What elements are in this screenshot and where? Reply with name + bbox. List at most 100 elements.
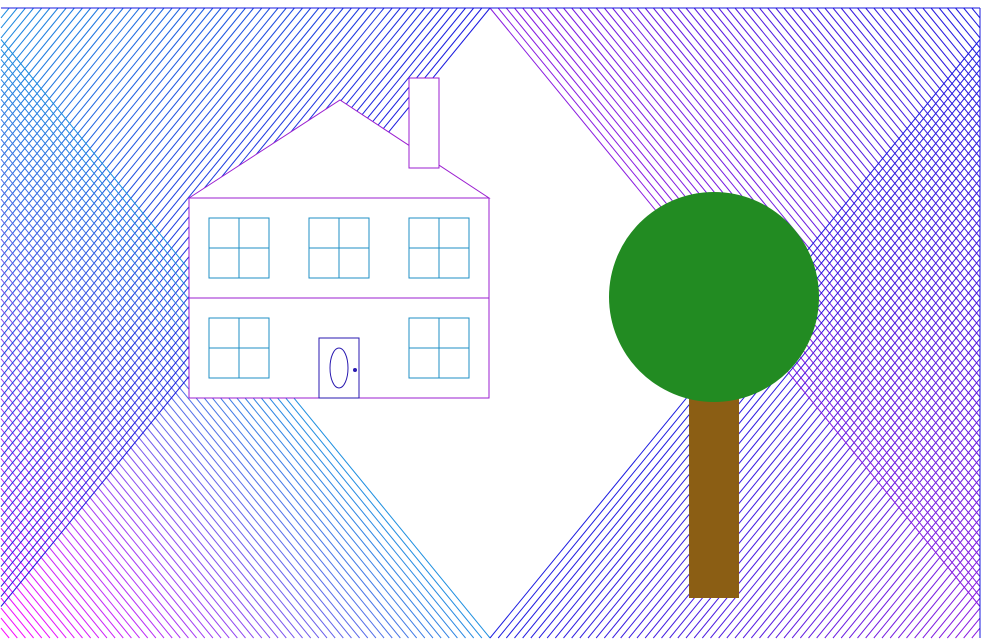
string-line-top-left <box>0 7 369 458</box>
string-line-bottom-left <box>0 248 320 639</box>
string-line-bottom-left <box>0 268 303 639</box>
string-line-top-right <box>930 7 981 69</box>
string-line-bottom-left <box>0 408 189 639</box>
string-line-bottom-right <box>881 517 981 639</box>
string-line-top-left <box>0 7 75 99</box>
string-line-bottom-left <box>0 547 75 639</box>
string-line-top-left <box>0 7 92 119</box>
string-line-top-left <box>0 7 189 238</box>
house-door <box>318 337 360 399</box>
string-line-top-right <box>938 7 981 59</box>
house-window <box>308 217 370 279</box>
string-line-top-left <box>0 7 18 29</box>
house-chimney <box>408 77 440 169</box>
house <box>187 77 491 399</box>
string-line-top-right <box>808 7 981 218</box>
string-line-bottom-right <box>799 418 981 639</box>
string-line-bottom-left <box>0 188 369 639</box>
string-line-bottom-right <box>603 178 981 639</box>
string-line-bottom-left <box>0 458 149 639</box>
string-line-bottom-right <box>693 288 981 639</box>
string-line-top-left <box>0 7 295 368</box>
string-line-top-right <box>767 7 981 268</box>
string-line-top-right <box>775 7 981 258</box>
string-line-bottom-right <box>783 398 981 639</box>
string-line-bottom-left <box>0 617 18 639</box>
string-line-top-right <box>710 7 981 338</box>
string-line-bottom-left <box>0 567 59 639</box>
house-window <box>208 217 270 279</box>
string-line-bottom-left <box>0 418 181 639</box>
string-line-top-right <box>693 7 981 358</box>
string-line-bottom-right <box>750 358 981 639</box>
string-line-top-right <box>644 7 981 418</box>
tree <box>609 192 819 598</box>
string-line-top-right <box>889 7 981 119</box>
string-line-bottom-left <box>0 597 34 639</box>
string-line-bottom-left <box>0 388 206 639</box>
string-line-bottom-left <box>0 298 279 639</box>
string-line-top-left <box>0 7 222 278</box>
string-line-top-right <box>669 7 981 388</box>
string-line-bottom-left <box>0 368 222 639</box>
string-line-top-right <box>628 7 981 438</box>
string-line-top-left <box>0 7 230 288</box>
string-line-bottom-left <box>0 228 336 639</box>
string-line-bottom-right <box>816 438 981 639</box>
string-line-bottom-left <box>0 537 83 639</box>
string-line-top-right <box>832 7 981 188</box>
string-line-top-left <box>0 7 238 298</box>
string-line-bottom-left <box>0 348 238 639</box>
house-window <box>408 217 470 279</box>
string-line-bottom-left <box>0 358 230 639</box>
string-line-top-left <box>0 7 132 168</box>
string-line-top-right <box>799 7 981 228</box>
string-line-bottom-left <box>0 258 312 639</box>
string-line-bottom-left <box>0 278 295 639</box>
string-line-top-left <box>0 7 100 129</box>
string-line-top-left <box>0 7 206 258</box>
string-line-bottom-left <box>0 517 100 639</box>
string-line-bottom-left <box>0 308 271 639</box>
string-line-bottom-right <box>759 368 981 639</box>
string-line-bottom-right <box>906 547 981 639</box>
string-line-top-right <box>677 7 981 378</box>
string-line-bottom-left <box>0 378 214 639</box>
string-line-bottom-left <box>0 607 26 639</box>
string-line-bottom-right <box>791 408 981 639</box>
string-line-bottom-right <box>595 168 981 639</box>
string-line-top-left <box>0 7 43 59</box>
string-line-bottom-right <box>938 587 981 639</box>
string-line-top-left <box>0 7 26 39</box>
house-roof <box>187 99 491 199</box>
string-line-top-right <box>661 7 981 398</box>
string-line-top-right <box>865 7 981 148</box>
string-line-bottom-right <box>579 148 981 639</box>
string-line-bottom-right <box>710 308 981 639</box>
string-line-bottom-left <box>0 478 132 639</box>
string-line-top-right <box>750 7 981 288</box>
string-line-top-right <box>848 7 981 168</box>
string-line-bottom-right <box>955 607 981 639</box>
string-line-top-left <box>0 7 59 79</box>
string-line-top-right <box>946 7 981 49</box>
string-line-top-right <box>955 7 981 39</box>
string-line-top-right <box>971 7 981 19</box>
string-line-bottom-right <box>865 498 981 639</box>
string-line-bottom-right <box>840 468 981 639</box>
string-line-bottom-right <box>742 348 981 639</box>
string-line-bottom-right <box>922 567 981 639</box>
string-line-bottom-left <box>0 318 263 639</box>
string-line-top-right <box>824 7 981 198</box>
string-line-top-left <box>0 7 246 308</box>
string-line-top-right <box>906 7 981 99</box>
string-line-top-right <box>734 7 981 308</box>
string-line-bottom-right <box>726 328 981 639</box>
string-line-top-left <box>0 7 197 248</box>
string-line-top-left <box>0 7 116 148</box>
string-line-top-left <box>0 7 34 49</box>
string-line-bottom-right <box>889 527 981 639</box>
string-line-bottom-left <box>0 198 360 639</box>
string-line-bottom-right <box>930 577 981 639</box>
